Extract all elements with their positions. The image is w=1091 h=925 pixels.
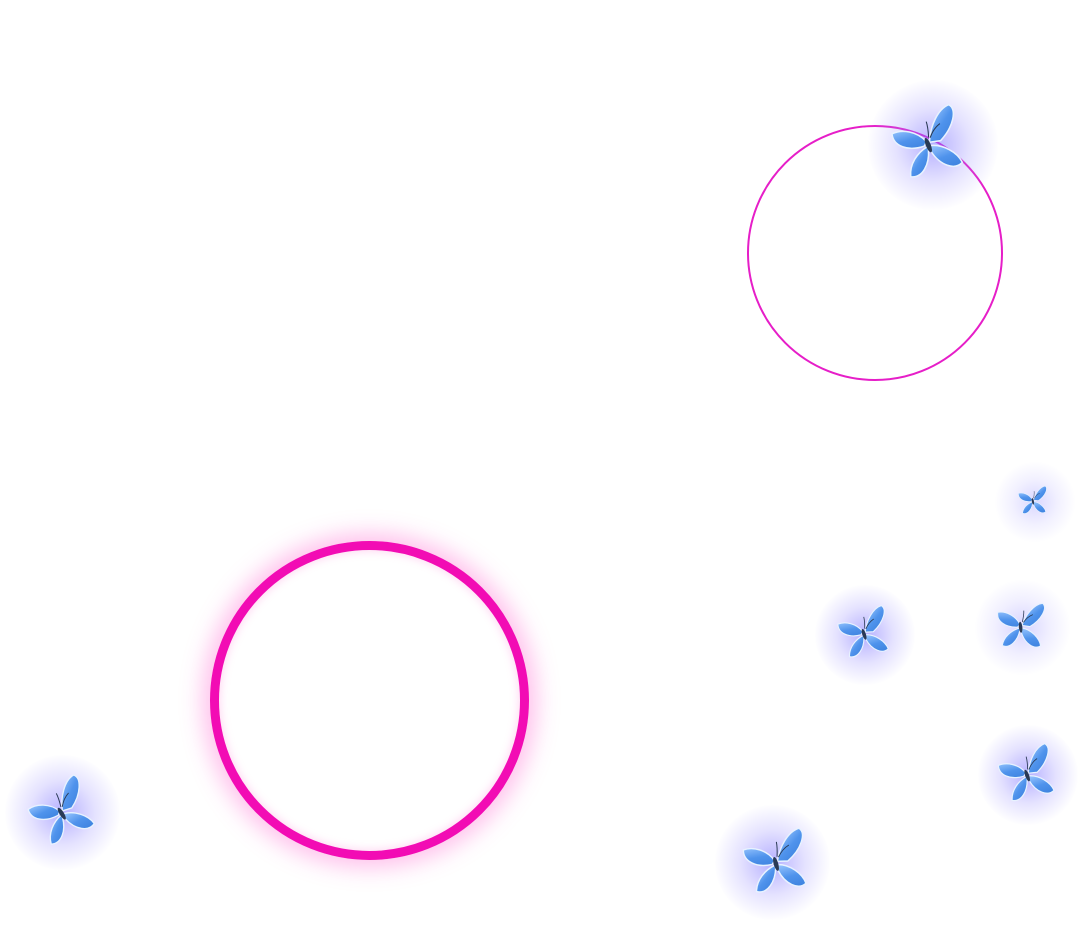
large-glowing-ring[interactable] bbox=[210, 541, 529, 860]
butterfly-icon[interactable] bbox=[724, 809, 828, 913]
butterfly-icon[interactable] bbox=[984, 730, 1070, 816]
butterfly-icon[interactable] bbox=[1007, 474, 1058, 525]
butterfly-icon[interactable] bbox=[19, 769, 104, 854]
butterfly-icon[interactable] bbox=[824, 592, 905, 673]
butterfly-icon[interactable] bbox=[876, 90, 980, 194]
butterfly-icon[interactable] bbox=[977, 581, 1064, 668]
